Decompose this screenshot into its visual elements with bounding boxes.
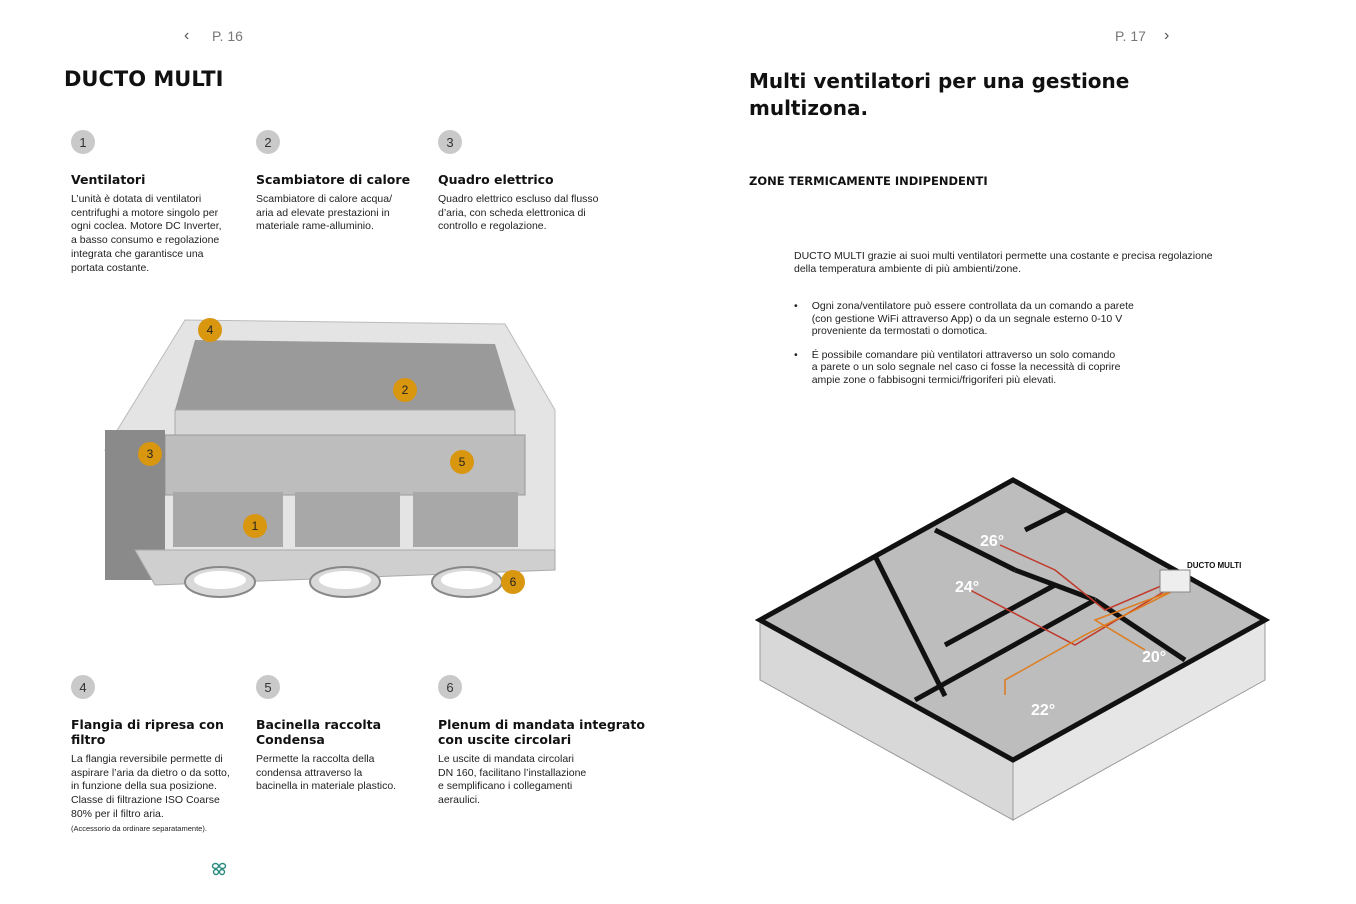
right-page-title: Multi ventilatori per una gestione multi… [749,69,1130,120]
callout-6: 6 [510,575,517,589]
page-number-left: P. 16 [212,28,243,44]
feature-ventilatori: 1 Ventilatori L’unità è dotata di ventil… [71,130,241,275]
feature-text: Permette la raccolta della condensa attr… [256,753,397,793]
callout-1: 1 [252,519,259,533]
bullet-text: Ogni zona/ventilatore può essere control… [811,300,1134,337]
callout-2: 2 [402,383,409,397]
feature-scambiatore: 2 Scambiatore di calore Scambiatore di c… [256,130,426,234]
callout-4: 4 [207,323,214,337]
page-title: DUCTO MULTI [64,67,224,91]
number-badge: 1 [71,130,95,154]
callout-3: 3 [147,447,154,461]
feature-title: Ventilatori [71,172,146,187]
number-badge: 6 [438,675,462,699]
multizone-floor-plan: DUCTO MULTI 26° 24° 20° 22° [755,477,1271,821]
feature-flangia: 4 Flangia di ripresa con filtro La flang… [71,675,251,833]
number-badge: 3 [438,130,462,154]
feature-text: Quadro elettrico escluso dal flusso d’ar… [438,193,599,233]
feature-title: Quadro elettrico [438,172,554,187]
bullet-symbol: • [794,348,798,361]
ducto-multi-unit-illustration: 4 2 3 5 1 6 [104,318,556,598]
feature-text: Le uscite di mandata circolari DN 160, f… [438,753,587,807]
feature-title: Flangia di ripresa con filtro [71,717,224,747]
feature-title: Bacinella raccolta Condensa [256,717,382,747]
feature-text: Scambiatore di calore acqua/ aria ad ele… [256,193,392,233]
bullet-item: • Ogni zona/ventilatore può essere contr… [794,300,1134,338]
feature-title: Plenum di mandata integrato con uscite c… [438,717,645,747]
bullet-list: • Ogni zona/ventilatore può essere contr… [794,300,1134,386]
unit-label: DUCTO MULTI [1187,561,1241,570]
intro-text: DUCTO MULTI grazie ai suoi multi ventila… [794,250,1213,275]
feature-title: Scambiatore di calore [256,172,411,187]
temp-label: 26° [980,533,1004,550]
feature-bacinella: 5 Bacinella raccolta Condensa Permette l… [256,675,426,794]
butterfly-logo-icon [211,862,227,876]
feature-note: (Accessorio da ordinare separatamente). [71,823,207,833]
callout-5: 5 [459,455,466,469]
bullet-text: É possibile comandare più ventilatori at… [811,348,1121,386]
temp-label: 20° [1142,649,1166,666]
number-badge: 4 [71,675,95,699]
page-number-right: P. 17 [1115,28,1146,44]
feature-quadro: 3 Quadro elettrico Quadro elettrico escl… [438,130,638,234]
next-page-chevron-icon[interactable]: › [1164,27,1170,44]
section-subtitle: ZONE TERMICAMENTE INDIPENDENTI [749,174,988,188]
prev-page-chevron-icon[interactable]: ‹ [184,27,190,44]
temp-label: 24° [955,579,979,596]
feature-plenum: 6 Plenum di mandata integrato con uscite… [438,675,648,808]
feature-text: L’unità è dotata di ventilatori centrifu… [71,193,222,274]
number-badge: 5 [256,675,280,699]
bullet-item: • É possibile comandare più ventilatori … [794,349,1134,387]
feature-text: La flangia reversibile permette di aspir… [71,753,230,820]
bullet-symbol: • [794,300,798,312]
number-badge: 2 [256,130,280,154]
temp-label: 22° [1031,702,1055,719]
